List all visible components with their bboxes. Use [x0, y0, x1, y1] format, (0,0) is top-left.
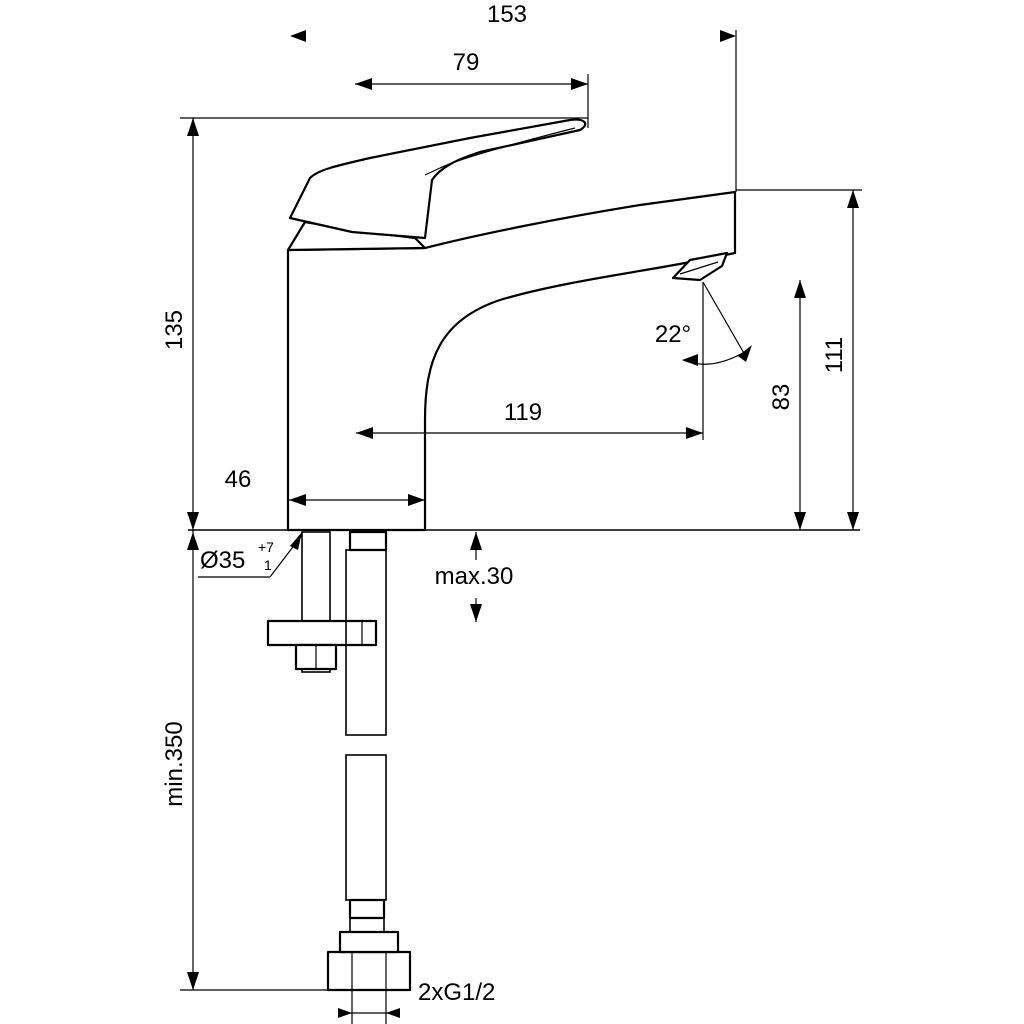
aerator	[671, 251, 729, 282]
dim-angle: 22°	[655, 281, 752, 366]
dim-135-label: 135	[161, 310, 188, 350]
mounting-assembly	[266, 531, 378, 673]
dim-46-label: 46	[225, 466, 252, 493]
dim-hole-label: Ø35	[200, 547, 245, 574]
faucet-column-and-spout	[286, 190, 737, 532]
connection-nut	[326, 950, 412, 992]
dim-350: min.350	[161, 530, 410, 991]
dim-119: 119	[356, 282, 704, 440]
dim-hole-tol-upper: +7	[258, 539, 274, 555]
dim-max30: max.30	[435, 532, 514, 622]
dim-max30-label: max.30	[435, 563, 514, 590]
dim-79: 79	[355, 49, 589, 128]
dim-79-label: 79	[453, 49, 480, 76]
dim-connection: 2xG1/2	[338, 979, 495, 1024]
dim-hole-tol-lower: 1	[264, 557, 272, 573]
faucet-body	[286, 118, 737, 532]
dim-hole: Ø35 +7 1	[198, 532, 303, 578]
lever-detail-line	[424, 127, 576, 176]
dim-135: 135	[161, 117, 588, 530]
clamp-plate	[266, 619, 378, 647]
flex-hose	[326, 530, 412, 992]
dim-111-label: 111	[821, 337, 848, 373]
dim-connection-label: 2xG1/2	[418, 979, 495, 1006]
dim-111: 111	[736, 189, 862, 530]
dim-angle-label: 22°	[655, 321, 691, 348]
lever-handle	[288, 118, 587, 240]
dim-46: 46	[225, 466, 425, 506]
dim-83-label: 83	[768, 384, 795, 411]
dim-83: 83	[768, 280, 806, 530]
dim-153: 153	[290, 1, 737, 192]
dim-350-label: min.350	[161, 721, 188, 806]
dim-153-label: 153	[487, 1, 527, 28]
dim-119-label: 119	[504, 399, 542, 426]
